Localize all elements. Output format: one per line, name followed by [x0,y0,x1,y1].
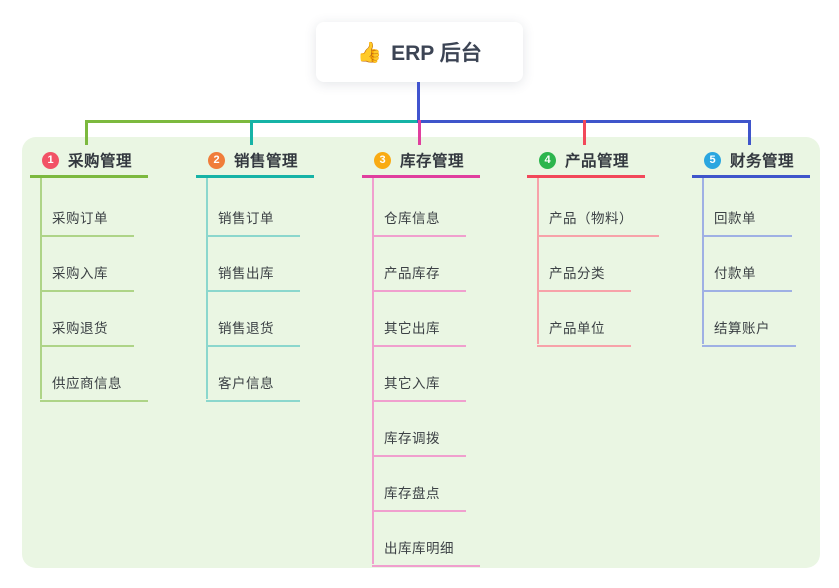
child-node[interactable]: 采购入库 [40,263,134,292]
child-node[interactable]: 其它出库 [372,318,466,347]
branch-label: 产品管理 [565,153,630,170]
child-node[interactable]: 产品（物料） [537,208,659,237]
child-node[interactable]: 付款单 [702,263,792,292]
branch-node-inventory[interactable]: 3 库存管理 [374,150,464,170]
branch-underline-purchase [30,175,148,178]
child-node[interactable]: 产品分类 [537,263,631,292]
branch-underline-finance [692,175,810,178]
child-node[interactable]: 产品库存 [372,263,466,292]
branch-node-finance[interactable]: 5 财务管理 [704,150,794,170]
root-node-label: ERP 后台 [391,42,482,65]
branch-number-badge: 4 [539,151,556,169]
branch-label: 库存管理 [400,153,465,170]
child-node[interactable]: 供应商信息 [40,373,148,402]
child-node[interactable]: 采购退货 [40,318,134,347]
child-node[interactable]: 销售订单 [206,208,300,237]
branch-node-product[interactable]: 4 产品管理 [539,150,629,170]
thumbs-up-icon: 👍 [357,41,383,64]
child-node[interactable]: 回款单 [702,208,792,237]
child-node[interactable]: 库存盘点 [372,483,466,512]
child-spine-finance [702,178,704,344]
child-node[interactable]: 仓库信息 [372,208,466,237]
child-spine-inventory [372,178,374,564]
branch-underline-product [527,175,645,178]
root-node-erp[interactable]: 👍 ERP 后台 [316,22,523,82]
branch-number-badge: 2 [208,151,225,169]
child-node[interactable]: 客户信息 [206,373,300,402]
branch-number-badge: 3 [374,151,391,169]
child-spine-product [537,178,539,344]
branch-underline-inventory [362,175,480,178]
branch-number-badge: 5 [704,151,721,169]
connector-root-stem [417,82,420,122]
child-node[interactable]: 销售退货 [206,318,300,347]
connector-drop-finance [748,120,751,145]
child-node[interactable]: 库存调拨 [372,428,466,457]
branch-underline-sales [196,175,314,178]
connector-bus-sales [250,120,422,123]
child-spine-sales [206,178,208,399]
child-node[interactable]: 产品单位 [537,318,631,347]
connector-drop-purchase [85,120,88,145]
child-spine-purchase [40,178,42,399]
branch-number-badge: 1 [42,151,59,169]
branch-node-purchase[interactable]: 1 采购管理 [42,150,132,170]
connector-bus-purchase [85,120,253,123]
branch-label: 财务管理 [730,153,795,170]
child-node[interactable]: 结算账户 [702,318,796,347]
connector-drop-product [583,120,586,145]
branch-node-sales[interactable]: 2 销售管理 [208,150,298,170]
child-node[interactable]: 销售出库 [206,263,300,292]
branch-label: 采购管理 [68,153,133,170]
child-node[interactable]: 出库库明细 [372,538,480,567]
branch-label: 销售管理 [234,153,299,170]
connector-drop-inventory [418,120,421,145]
branches-panel [22,137,820,568]
connector-drop-sales [250,120,253,145]
child-node[interactable]: 其它入库 [372,373,466,402]
child-node[interactable]: 采购订单 [40,208,134,237]
